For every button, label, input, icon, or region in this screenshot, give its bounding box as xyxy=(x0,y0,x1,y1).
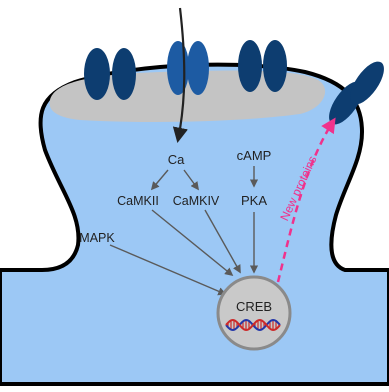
label-mapk: MAPK xyxy=(79,231,115,245)
label-ca: Ca xyxy=(168,152,185,167)
label-creb: CREB xyxy=(236,299,272,314)
label-camkiv: CaMKIV xyxy=(173,194,220,208)
label-camp: cAMP xyxy=(237,148,272,163)
label-camkii: CaMKII xyxy=(117,194,159,208)
label-pka: PKA xyxy=(241,193,267,208)
